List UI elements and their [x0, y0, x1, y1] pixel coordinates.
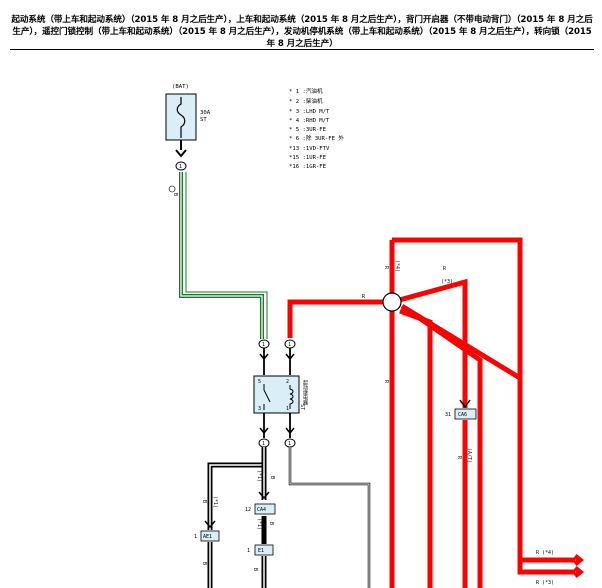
junction-point: [382, 292, 402, 312]
fuse-element-icon: [176, 97, 186, 138]
starter-relay: 5 2 3 1 起动继电器 ST: [253, 375, 308, 414]
connector-label: E1: [258, 548, 264, 554]
terminal-label: 1: [179, 164, 182, 170]
legend: * 1 :汽油机 * 2 :柴油机 * 3 :LHD M/T * 4 :RHD …: [289, 87, 344, 170]
terminal-label: 1: [288, 342, 291, 348]
connector-label: AE1: [203, 534, 212, 540]
wire-black-white: [288, 447, 371, 588]
wire-red-bus: [287, 237, 585, 588]
legend-item: *16 :1GR-FE: [289, 164, 327, 170]
wire-label: B: [252, 568, 258, 571]
relay-pin: 3: [258, 406, 261, 412]
relay-name: ST: [299, 404, 305, 410]
legend-item: *13 :1VD-FTV: [289, 146, 330, 152]
legend-item: *15 :1UR-FE: [289, 155, 327, 161]
connector-e1: E1 1: [247, 544, 274, 556]
wire-label: (*3): [441, 279, 453, 285]
legend-item: * 4 :RHD M/T: [289, 118, 330, 124]
wire-label: R: [443, 266, 447, 272]
black-wire-labels: B (*1) B (*1) B (*1) B B: [201, 470, 275, 571]
fuse-box-label: (BAT): [172, 84, 189, 90]
wire-label: (*1): [212, 496, 218, 508]
wire-label: R: [383, 380, 389, 384]
relay-pin: 5: [258, 379, 261, 385]
relay-bottom-terminals: 1 1: [258, 413, 296, 448]
wire-label: B: [268, 522, 274, 525]
terminal-label: 1: [262, 441, 265, 447]
connector-ca4: CA4 12: [245, 503, 276, 515]
wire-label: R: [383, 266, 389, 270]
fuse-st: (BAT) 30A ST: [165, 84, 211, 141]
wire-green: B: [168, 172, 268, 339]
page-title: 起动系统（带上车和起动系统）（2015 年 8 月之后生产），上车和起动系统（2…: [11, 15, 593, 49]
relay-coil-icon: [289, 385, 294, 409]
title-divider: [10, 49, 594, 50]
legend-item: * 1 :汽油机: [289, 87, 323, 95]
relay-pin: 1: [286, 406, 289, 412]
relay-vertical-label: 起动继电器: [302, 380, 308, 406]
terminal-label: 1: [288, 441, 291, 447]
relay-pin: 2: [286, 379, 289, 385]
connector-ca6: CA6 31: [445, 399, 477, 420]
wire-label: R (*3): [536, 580, 554, 586]
wire-label: (*1): [256, 518, 262, 530]
wire-label: R: [362, 294, 366, 300]
legend-item: * 5 :3UR-FE: [289, 127, 327, 133]
wire-label: B: [201, 500, 207, 503]
wire-label: (A/T): [466, 448, 472, 463]
connector-pin: 31: [445, 412, 451, 418]
wire-label: B: [201, 562, 207, 565]
legend-item: * 6 :除 3UR-FE 外: [289, 134, 344, 142]
connector-pin: 1: [247, 548, 250, 554]
wire-label: (*4): [394, 260, 400, 272]
connector-label: CA4: [257, 507, 266, 513]
legend-item: * 3 :LHD M/T: [289, 109, 330, 115]
wire-label: R: [456, 456, 462, 460]
fuse-rating: 30A: [200, 110, 211, 116]
wire-label: B: [269, 476, 275, 479]
connector-pin: 12: [245, 507, 251, 513]
fuse-terminal: 1: [175, 140, 187, 171]
connector-pin: 1: [194, 534, 197, 540]
red-wire-labels: R R (*3) R (*4) R R (A/T) R (*4) R (*3): [362, 260, 554, 586]
relay-switch-icon: [263, 384, 271, 410]
wire-label: R (*4): [536, 550, 554, 556]
wire-black-heavy: [207, 447, 267, 588]
legend-item: * 2 :柴油机: [289, 97, 323, 105]
wire-label: (*1): [256, 470, 262, 482]
relay-top-terminals: 1 1: [258, 339, 296, 375]
fuse-name: ST: [200, 117, 207, 123]
wire-label: B: [172, 193, 178, 196]
connector-ae1: AE1 1: [194, 530, 220, 542]
terminal-label: 1: [262, 342, 265, 348]
connector-label: CA6: [458, 412, 467, 418]
